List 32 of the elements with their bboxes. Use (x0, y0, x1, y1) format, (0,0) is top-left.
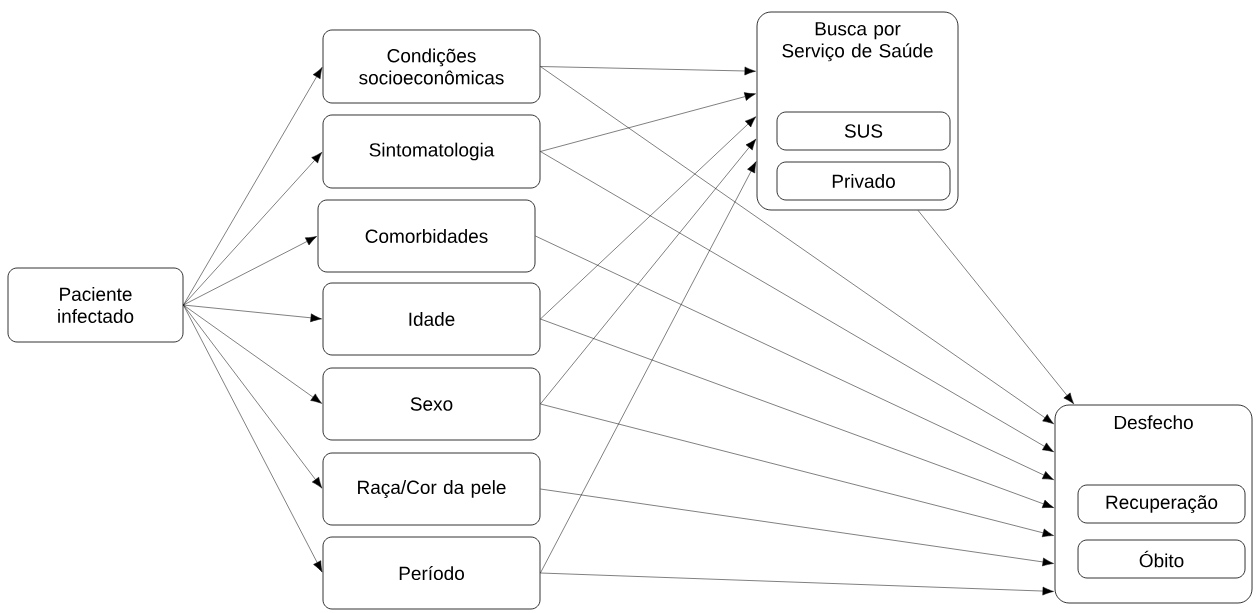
arrow (540, 66, 1054, 425)
arrow (183, 152, 323, 306)
arrow (540, 572, 1054, 596)
process-box: Período (322, 536, 541, 610)
process-box: Sexo (322, 367, 541, 441)
process-box: SUS (776, 111, 951, 151)
arrow (183, 236, 317, 306)
arrow (183, 304, 322, 404)
process-box: Sintomatologia (322, 114, 541, 189)
process-box: Recuperação (1077, 484, 1246, 524)
process-box: Idade (322, 282, 541, 356)
arrow (183, 67, 323, 306)
arrow (540, 161, 757, 574)
arrow (540, 488, 1054, 567)
process-box: Óbito (1077, 539, 1246, 579)
arrow (540, 318, 1054, 508)
process-box: Comorbidades (317, 199, 536, 273)
arrow (540, 92, 756, 152)
arrow (540, 403, 1054, 538)
arrow (183, 304, 323, 573)
process-box: Privado (776, 161, 951, 201)
arrow (540, 116, 757, 320)
arrow (540, 151, 1054, 453)
arrow (535, 235, 1054, 480)
arrow (183, 304, 322, 323)
arrow (540, 66, 756, 76)
arrow (540, 138, 757, 405)
arrow (917, 210, 1074, 405)
arrow (183, 304, 323, 489)
process-box: Paciente infectado (7, 267, 184, 343)
process-box: Raça/Cor da pele (322, 452, 541, 526)
process-box: Condições socioeconômicas (322, 29, 541, 104)
